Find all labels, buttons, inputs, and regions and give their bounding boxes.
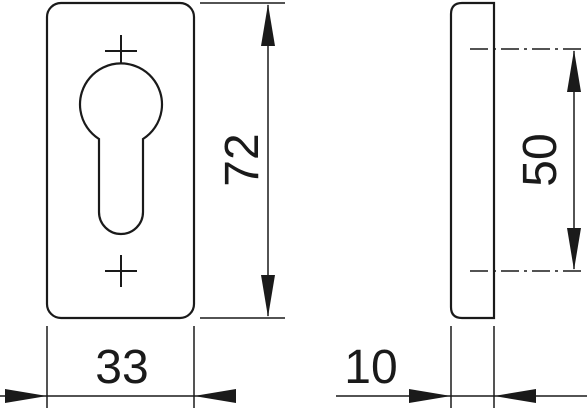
dimension-label-72: 72 — [216, 133, 269, 186]
arrowhead-right — [409, 389, 451, 403]
dimension-label-33: 33 — [95, 341, 148, 394]
cylinder-keyhole — [78, 62, 164, 236]
screw-mark-bottom — [105, 255, 137, 287]
arrowhead-down — [261, 275, 275, 317]
front-view — [45, 1, 196, 320]
dimension-hole-spacing: 50 — [514, 50, 581, 270]
arrowhead-up — [261, 4, 275, 46]
dimension-plate-height: 72 — [200, 2, 285, 319]
side-view — [449, 1, 584, 320]
screw-mark-top — [105, 35, 137, 67]
dimension-label-10: 10 — [344, 341, 397, 394]
arrowhead-left — [494, 389, 536, 403]
arrowhead-left — [194, 389, 236, 403]
arrowhead-right — [5, 389, 47, 403]
dimension-plate-width: 33 — [0, 326, 236, 408]
plate-side-profile — [449, 1, 496, 320]
dimension-label-50: 50 — [514, 133, 567, 186]
arrowhead-up — [567, 50, 581, 92]
arrowhead-down — [567, 228, 581, 270]
dimension-plate-thickness: 10 — [336, 326, 587, 408]
